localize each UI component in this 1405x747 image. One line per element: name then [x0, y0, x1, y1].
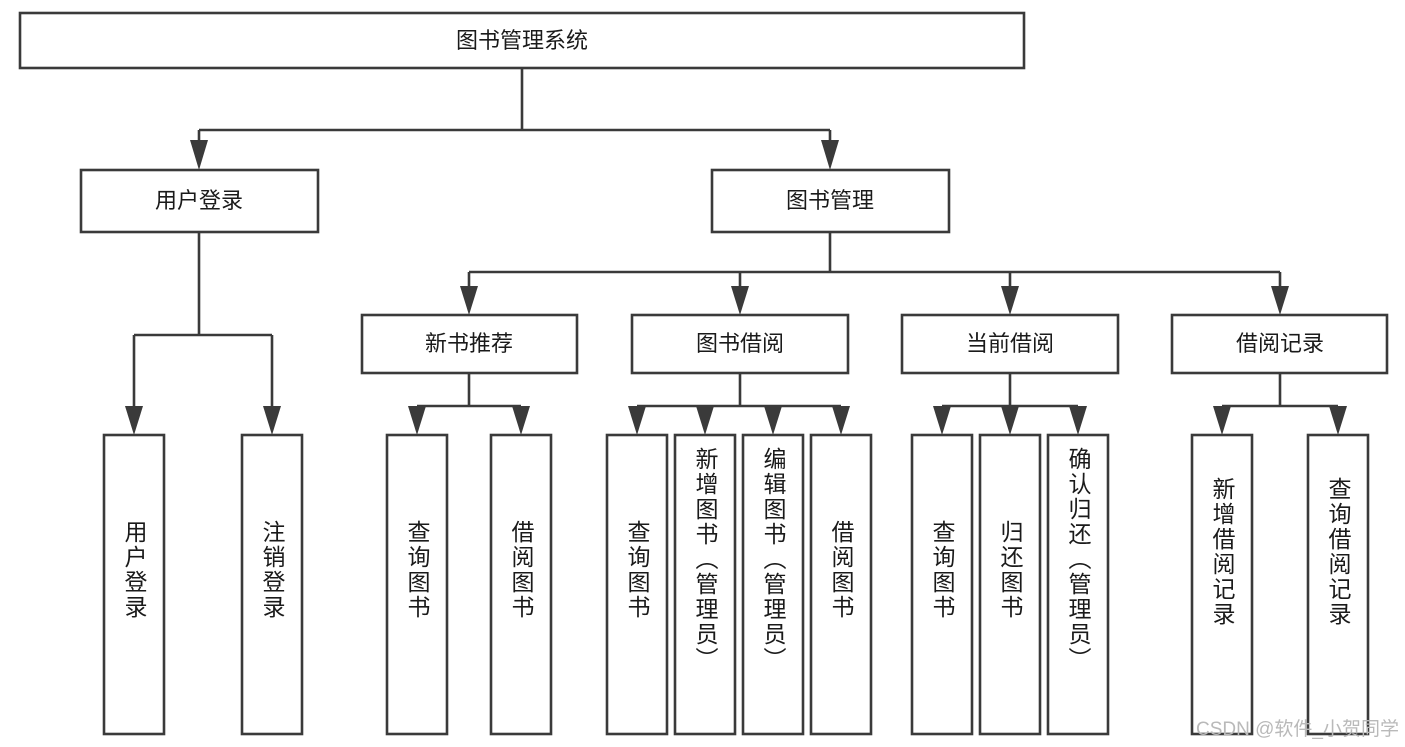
arrow-head-leaf-query-book-2	[628, 406, 646, 435]
node-borrow-record[interactable]: 借阅记录	[1170, 313, 1389, 375]
node-user-login-box[interactable]	[79, 168, 320, 234]
node-leaf-return-book-label: 归还图书	[997, 520, 1024, 620]
node-borrow-record-box[interactable]	[1170, 313, 1389, 375]
node-leaf-query-record-box[interactable]	[1306, 433, 1370, 736]
node-leaf-query-book-3[interactable]: 查询图书	[910, 433, 974, 736]
node-user-login-label: 用户登录	[155, 188, 243, 213]
node-book-manage-label: 图书管理	[786, 188, 874, 213]
node-leaf-borrow-book-2-box[interactable]	[809, 433, 873, 736]
arrow-head-leaf-confirm-return	[1069, 406, 1087, 435]
node-leaf-edit-book-label: 编辑图书（管理员）	[760, 447, 787, 672]
node-book-borrow-label: 图书借阅	[696, 331, 784, 356]
node-title-box[interactable]	[18, 11, 1026, 70]
node-leaf-borrow-book-2[interactable]: 借阅图书	[809, 433, 873, 736]
node-leaf-user-login-box[interactable]	[102, 433, 166, 736]
node-book-manage[interactable]: 图书管理	[710, 168, 951, 234]
node-leaf-return-book[interactable]: 归还图书	[978, 433, 1042, 736]
node-leaf-query-book-2[interactable]: 查询图书	[605, 433, 669, 736]
connector-group-book-borrow	[628, 373, 850, 435]
node-leaf-query-book-1[interactable]: 查询图书	[385, 433, 449, 736]
connector-group-current-borrow	[933, 373, 1087, 435]
node-current-borrow-box[interactable]	[900, 313, 1120, 375]
node-title[interactable]: 图书管理系统	[18, 11, 1026, 70]
node-leaf-confirm-return[interactable]: 确认归还（管理员）	[1046, 433, 1110, 736]
node-new-book-recommend-label: 新书推荐	[425, 331, 513, 356]
node-book-borrow-box[interactable]	[630, 313, 850, 375]
node-leaf-query-record[interactable]: 查询借阅记录	[1306, 433, 1370, 736]
node-leaf-query-book-3-box[interactable]	[910, 433, 974, 736]
arrow-head-leaf-query-book-1	[408, 406, 426, 435]
node-leaf-confirm-return-box[interactable]	[1046, 433, 1110, 736]
node-leaf-query-book-2-label: 查询图书	[624, 520, 651, 620]
node-leaf-edit-book[interactable]: 编辑图书（管理员）	[741, 433, 805, 736]
csdn-watermark: CSDN @软件_小贺同学	[1196, 719, 1399, 740]
arrow-head-leaf-borrow-book-1	[512, 406, 530, 435]
node-leaf-add-record-box[interactable]	[1190, 433, 1254, 736]
arrow-head-leaf-return-book	[1001, 406, 1019, 435]
node-leaf-logout-login-label: 注销登录	[259, 520, 286, 620]
node-leaf-return-book-box[interactable]	[978, 433, 1042, 736]
node-leaf-query-book-2-box[interactable]	[605, 433, 669, 736]
arrow-head-leaf-query-record	[1329, 406, 1347, 435]
node-leaf-user-login-label: 用户登录	[121, 520, 148, 620]
node-leaf-edit-book-box[interactable]	[741, 433, 805, 736]
connector-group-new-book-recommend	[408, 373, 530, 435]
arrow-head-leaf-add-book	[696, 406, 714, 435]
node-current-borrow[interactable]: 当前借阅	[900, 313, 1120, 375]
node-leaf-logout-login-box[interactable]	[240, 433, 304, 736]
node-book-borrow[interactable]: 图书借阅	[630, 313, 850, 375]
node-leaf-query-book-3-label: 查询图书	[929, 520, 956, 620]
node-leaf-query-book-1-box[interactable]	[385, 433, 449, 736]
arrow-head-leaf-add-record	[1213, 406, 1231, 435]
arrow-head-leaf-borrow-book-2	[832, 406, 850, 435]
connector-group-book-manage	[460, 232, 1289, 315]
node-book-manage-box[interactable]	[710, 168, 951, 234]
node-current-borrow-label: 当前借阅	[966, 331, 1054, 356]
node-new-book-recommend-box[interactable]	[360, 313, 579, 375]
node-leaf-add-record-label: 新增借阅记录	[1209, 477, 1236, 627]
node-leaf-add-book-box[interactable]	[673, 433, 737, 736]
arrow-head-book-manage	[821, 140, 839, 170]
arrow-head-book-borrow	[731, 286, 749, 315]
node-borrow-record-label: 借阅记录	[1236, 331, 1324, 356]
node-user-login[interactable]: 用户登录	[79, 168, 320, 234]
node-leaf-query-record-label: 查询借阅记录	[1325, 477, 1352, 627]
arrow-head-leaf-query-book-3	[933, 406, 951, 435]
node-leaf-borrow-book-1-label: 借阅图书	[508, 520, 535, 620]
node-leaf-borrow-book-2-label: 借阅图书	[828, 520, 855, 620]
node-title-label: 图书管理系统	[456, 28, 588, 53]
node-leaf-add-book-label: 新增图书（管理员）	[692, 447, 719, 672]
node-leaf-user-login[interactable]: 用户登录	[102, 433, 166, 736]
arrow-head-leaf-edit-book	[764, 406, 782, 435]
arrow-head-leaf-user-login	[125, 406, 143, 435]
arrow-head-user-login	[190, 140, 208, 170]
arrow-head-new-book-recommend	[460, 286, 478, 315]
arrow-head-current-borrow	[1001, 286, 1019, 315]
connector-group-borrow-record	[1213, 373, 1347, 435]
node-leaf-borrow-book-1[interactable]: 借阅图书	[489, 433, 553, 736]
node-new-book-recommend[interactable]: 新书推荐	[360, 313, 579, 375]
connector-group-user-login	[125, 232, 281, 435]
node-leaf-borrow-book-1-box[interactable]	[489, 433, 553, 736]
connector-group-root	[190, 68, 839, 170]
arrow-head-borrow-record	[1271, 286, 1289, 315]
arrow-head-leaf-logout-login	[263, 406, 281, 435]
node-leaf-query-book-1-label: 查询图书	[404, 520, 431, 620]
node-leaf-add-record[interactable]: 新增借阅记录	[1190, 433, 1254, 736]
node-leaf-logout-login[interactable]: 注销登录	[240, 433, 304, 736]
node-leaf-add-book[interactable]: 新增图书（管理员）	[673, 433, 737, 736]
node-leaf-confirm-return-label: 确认归还（管理员）	[1065, 447, 1092, 672]
